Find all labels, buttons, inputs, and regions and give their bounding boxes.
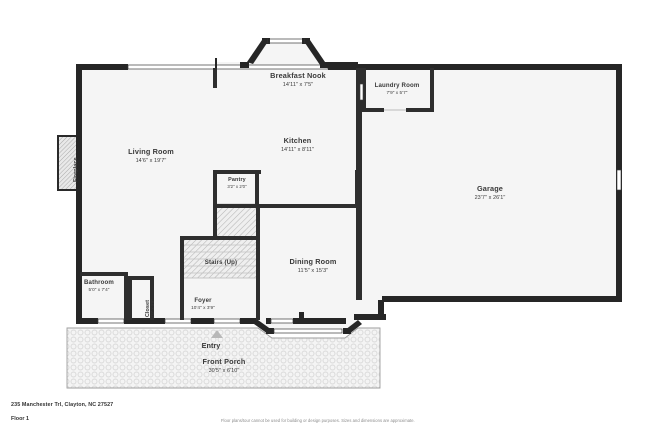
front-porch-outline: [66, 327, 381, 389]
property-address: 235 Manchester Trl, Clayton, NC 27527: [11, 402, 114, 408]
entry-direction-marker: [211, 330, 223, 338]
door-openings: [616, 169, 622, 191]
interior-walls: [80, 68, 434, 320]
floor-indicator: Floor 1: [11, 416, 29, 422]
disclaimer-text: Floor plans/tour cannot be used for buil…: [221, 418, 415, 423]
main-floor-fill: [80, 40, 622, 330]
stairs-area: [181, 237, 259, 279]
floor-fills: [67, 40, 622, 388]
pantry-area: [215, 203, 259, 239]
front-porch-fill: [67, 328, 380, 388]
footer-bar: 235 Manchester Trl, Clayton, NC 27527 Fl…: [0, 396, 650, 434]
